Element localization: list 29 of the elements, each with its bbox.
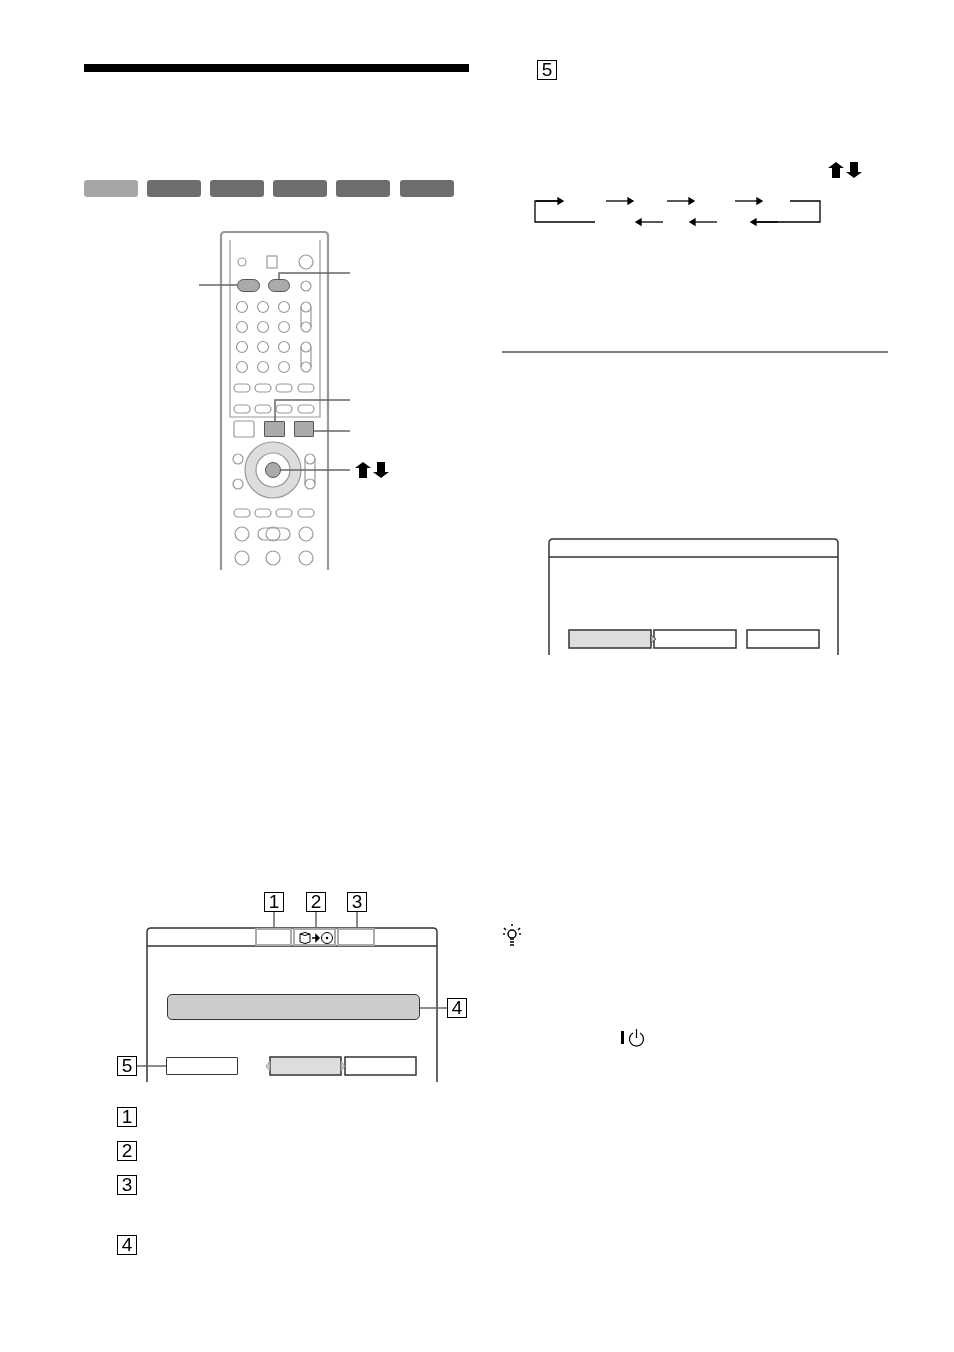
remote-button (268, 279, 290, 292)
leader-line (198, 284, 238, 286)
callout-number: 3 (347, 892, 367, 912)
callout-number: 1 (117, 1107, 137, 1127)
title-cell (255, 928, 292, 946)
leader-line (274, 399, 351, 422)
callout-number: 5 (537, 60, 557, 80)
callout-number: 2 (306, 892, 326, 912)
leader-line (313, 430, 351, 432)
remote-button (264, 421, 285, 437)
leader-line (278, 272, 351, 280)
leader-line (273, 911, 275, 929)
leader-line (419, 1007, 448, 1009)
leader-line (356, 911, 358, 929)
callout-number: 4 (447, 998, 467, 1018)
callout-number: 4 (117, 1235, 137, 1255)
callout-number: 5 (117, 1056, 137, 1076)
callout-number: 1 (264, 892, 284, 912)
option-button (166, 1057, 238, 1075)
title-cell (337, 928, 375, 946)
leader-line (280, 469, 351, 471)
leader-line (136, 1065, 167, 1067)
remote-button (237, 279, 260, 292)
direction-cell (293, 928, 336, 946)
leader-line (315, 911, 317, 929)
message-bar (167, 994, 420, 1020)
callout-number: 3 (117, 1175, 137, 1195)
callout-number: 2 (117, 1141, 137, 1161)
remote-button (294, 421, 314, 437)
